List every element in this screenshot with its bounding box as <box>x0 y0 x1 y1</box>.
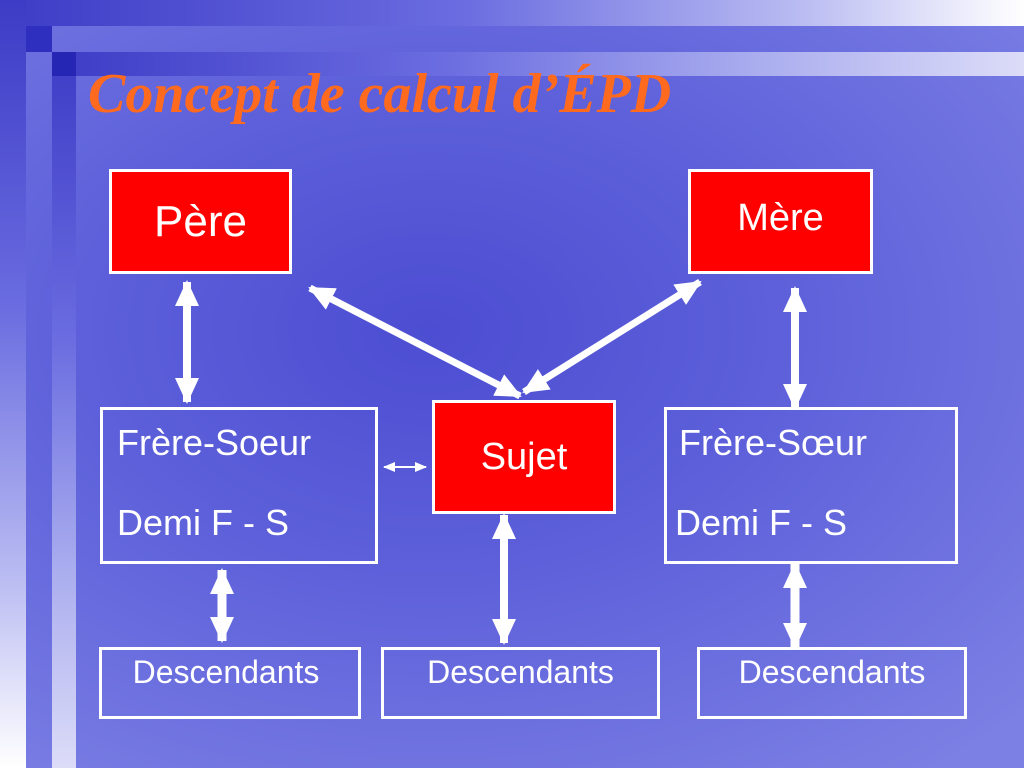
descendants-center-label: Descendants <box>427 654 614 690</box>
node-descendants-center: Descendants <box>381 647 660 719</box>
decorative-band-left-inner <box>52 52 76 768</box>
frere-soeur-left-label: Frère-Soeur <box>117 422 312 463</box>
decorative-band-top <box>0 0 1024 26</box>
descendants-right-label: Descendants <box>738 654 926 690</box>
arrow-pere-sujet <box>308 284 522 400</box>
decorative-band-left <box>0 0 26 768</box>
node-descendants-left: Descendants <box>99 647 361 719</box>
demi-fs-right-label: Demi F - S <box>675 502 848 543</box>
node-frere-soeur-right: Frère-Sœur Demi F - S <box>664 407 958 564</box>
decorative-corner-square-inner <box>52 52 76 76</box>
arrow-mere-sujet <box>522 279 702 395</box>
descendants-left-label: Descendants <box>132 654 320 690</box>
node-sujet-label: Sujet <box>480 435 568 478</box>
demi-fs-left-label: Demi F - S <box>117 502 290 543</box>
node-mere-label: Mère <box>737 197 824 239</box>
node-pere-label: Père <box>154 196 247 246</box>
node-sujet: Sujet <box>432 400 616 514</box>
node-pere: Père <box>109 169 292 274</box>
slide-title: Concept de calcul d’ÉPD <box>88 63 672 125</box>
node-frere-soeur-left: Frère-Soeur Demi F - S <box>100 407 378 564</box>
node-mere: Mère <box>688 169 873 274</box>
decorative-band-top-inner <box>52 52 1024 76</box>
frere-soeur-right-label: Frère-Sœur <box>679 422 867 463</box>
node-descendants-right: Descendants <box>697 647 967 719</box>
decorative-corner-square <box>26 26 52 52</box>
